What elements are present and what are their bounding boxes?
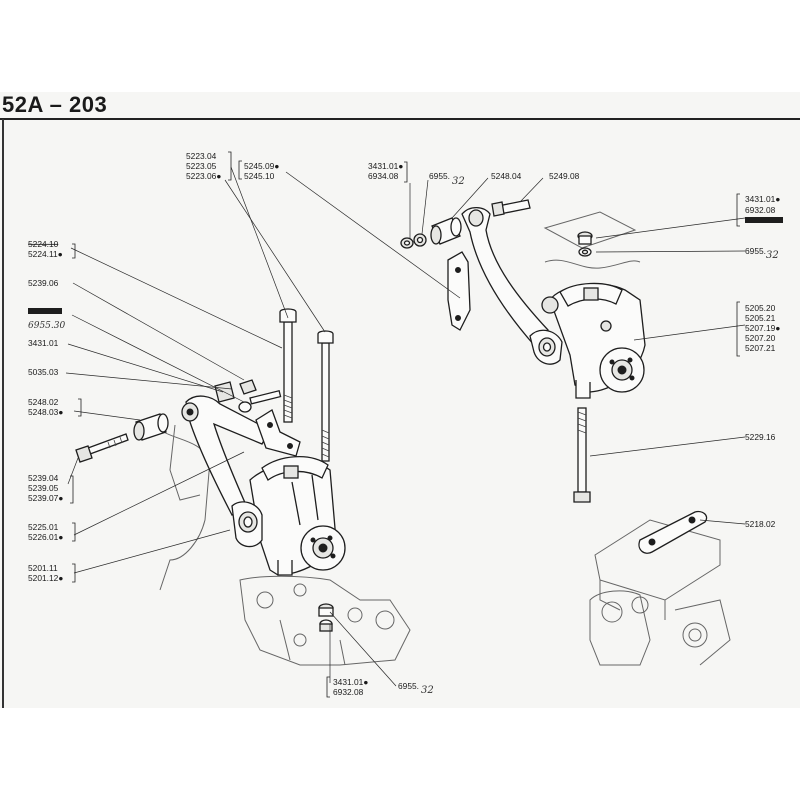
ghost-chassis-right [543,211,731,666]
label-5218-02: 5218.02 [745,519,776,529]
left-bushing-5248 [133,413,169,441]
label-5225-01: 5225.01 [28,522,59,532]
label-5239-06: 5239.06 [28,278,59,288]
catalog-sheet [0,92,800,708]
label-5245-09: 5245.09● [244,161,279,171]
label-6955-bottom: 6955. [398,681,419,691]
label-3431-01-right: 3431.01● [745,194,780,204]
struck-out-label [745,217,783,223]
left-nut-washer-stack [214,379,282,413]
label-5207-19: 5207.19● [745,323,780,333]
label-5035-03: 5035.03 [28,367,59,377]
part-number-labels: 5223.04 5223.05 5223.06● 5245.09● 5245.1… [28,151,783,697]
left-upper-arm [181,395,301,516]
label-5223-06: 5223.06● [186,171,221,181]
left-bolt-5239 [75,433,129,463]
label-6955-right: 6955. [745,246,766,256]
label-5224-10: 5224.10 [28,239,59,249]
label-3431-01-left: 3431.01 [28,338,59,348]
page-title: 52A – 203 [2,92,108,117]
label-5248-04: 5248.04 [491,171,522,181]
left-long-bolt-5223 [279,308,297,423]
label-6955-top: 6955. [429,171,450,181]
handwritten-note-top: 32 [452,176,465,187]
label-6932-08-bottom: 6932.08 [333,687,364,697]
label-5207-20: 5207.20 [745,333,776,343]
label-5248-02: 5248.02 [28,397,59,407]
label-5223-04: 5223.04 [186,151,217,161]
struck-out-label-left [28,308,62,314]
label-5239-05: 5239.05 [28,483,59,493]
label-5245-10: 5245.10 [244,171,275,181]
label-5226-01: 5226.01● [28,532,63,542]
right-inset-fasteners [577,231,593,257]
label-6932-08-right: 6932.08 [745,205,776,215]
left-hub-body [231,455,346,576]
leader-lines [65,166,746,687]
left-bottom-nut-stack [318,603,334,632]
handwritten-note-right: 32 [766,250,779,261]
right-long-bolt-5229 [573,407,591,503]
label-5201-12: 5201.12● [28,573,63,583]
left-long-bolt-5245 [317,330,334,462]
label-5201-11: 5201.11 [28,563,58,573]
right-hub-body [541,282,646,399]
label-5249-08: 5249.08 [549,171,580,181]
label-5229-16: 5229.16 [745,432,776,442]
label-5239-04: 5239.04 [28,473,59,483]
page-frame [2,119,800,708]
label-5205-21: 5205.21 [745,313,776,323]
right-upper-arm [461,206,563,365]
handwritten-note-bottom: 32 [421,685,434,696]
label-5205-20: 5205.20 [745,303,776,313]
label-5223-05: 5223.05 [186,161,217,171]
label-brackets [70,151,740,698]
label-5224-11: 5224.11● [28,249,63,259]
right-bracket-plate [447,251,471,331]
label-6955-left: 6955.30 [28,321,65,331]
label-5239-07: 5239.07● [28,493,63,503]
label-3431-01-top: 3431.01● [368,161,403,171]
label-5248-03: 5248.03● [28,407,63,417]
right-plate-5218 [638,510,708,554]
header-rule [0,118,800,120]
label-3431-01-bottom: 3431.01● [333,677,368,687]
label-6934-08: 6934.08 [368,171,399,181]
ghost-chassis-left [159,424,411,666]
label-5207-21: 5207.21 [745,343,776,353]
right-top-fasteners [400,199,531,249]
